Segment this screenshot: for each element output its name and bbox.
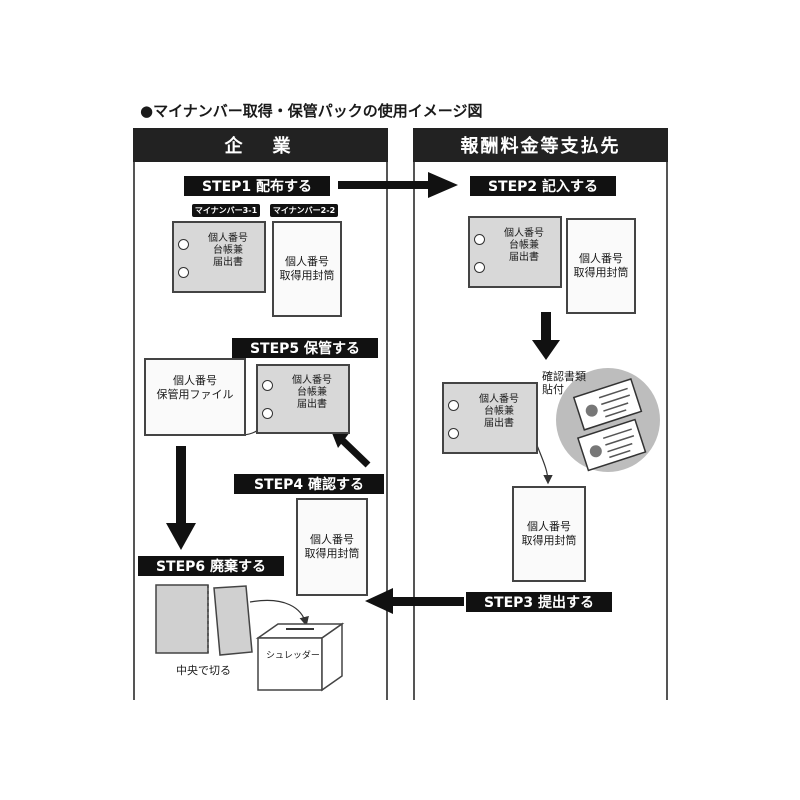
daicho-text: 個人番号台帳兼届出書 xyxy=(208,233,248,268)
daicho-form-step1: 個人番号台帳兼届出書 xyxy=(172,221,266,293)
column-left-border xyxy=(133,162,135,700)
daicho-text: 個人番号台帳兼届出書 xyxy=(292,375,332,410)
punch-hole xyxy=(262,380,273,391)
envelope-step1: 個人番号取得用封筒 xyxy=(272,221,342,317)
shredder-label: シュレッダー xyxy=(266,651,320,661)
tab-mynumber-2-2: マイナンバー2-2 xyxy=(270,204,338,217)
step3-label: STEP3 提出する xyxy=(466,592,612,612)
step6-label: STEP6 廃棄する xyxy=(138,556,284,576)
arrow-step3-left xyxy=(365,588,464,614)
column-header-company: 企 業 xyxy=(133,128,388,162)
storage-file: 個人番号保管用ファイル xyxy=(144,358,246,436)
envelope-step4: 個人番号取得用封筒 xyxy=(296,498,368,596)
id-cards-illustration xyxy=(556,368,660,472)
step1-label: STEP1 配布する xyxy=(184,176,330,196)
punch-hole xyxy=(448,428,459,439)
daicho-form-step5: 個人番号台帳兼届出書 xyxy=(256,364,350,434)
daicho-text: 個人番号台帳兼届出書 xyxy=(504,228,544,263)
step4-label: STEP4 確認する xyxy=(234,474,384,494)
shredder-illustration xyxy=(255,622,345,692)
punch-hole xyxy=(178,267,189,278)
arrow-paper-to-shredder xyxy=(249,599,309,627)
step2-label: STEP2 記入する xyxy=(470,176,616,196)
punch-hole xyxy=(448,400,459,411)
step5-label: STEP5 保管する xyxy=(232,338,378,358)
envelope-step2: 個人番号取得用封筒 xyxy=(566,218,636,314)
punch-hole xyxy=(474,262,485,273)
punch-hole xyxy=(178,239,189,250)
arrow-step1-to-step2 xyxy=(338,172,458,198)
column-divider-left xyxy=(386,162,388,700)
column-divider-right xyxy=(413,162,415,700)
cut-center-label: 中央で切る xyxy=(176,664,231,677)
confirm-docs-label: 確認書類貼付 xyxy=(542,370,586,396)
column-header-payee: 報酬料金等支払先 xyxy=(413,128,668,162)
daicho-form-step2: 個人番号台帳兼届出書 xyxy=(468,216,562,288)
tab-mynumber-3-1: マイナンバー3-1 xyxy=(192,204,260,217)
diagram-title: ●マイナンバー取得・保管パックの使用イメージ図 xyxy=(140,102,483,120)
daicho-text: 個人番号台帳兼届出書 xyxy=(479,394,519,429)
column-right-border xyxy=(666,162,668,700)
daicho-form-right: 個人番号台帳兼届出書 xyxy=(442,382,538,454)
arrow-step5-to-step6 xyxy=(166,446,196,550)
punch-hole xyxy=(262,408,273,419)
envelope-step3: 個人番号取得用封筒 xyxy=(512,486,586,582)
arrow-step2-down xyxy=(532,312,560,360)
cut-paper-illustration xyxy=(155,584,253,656)
punch-hole xyxy=(474,234,485,245)
